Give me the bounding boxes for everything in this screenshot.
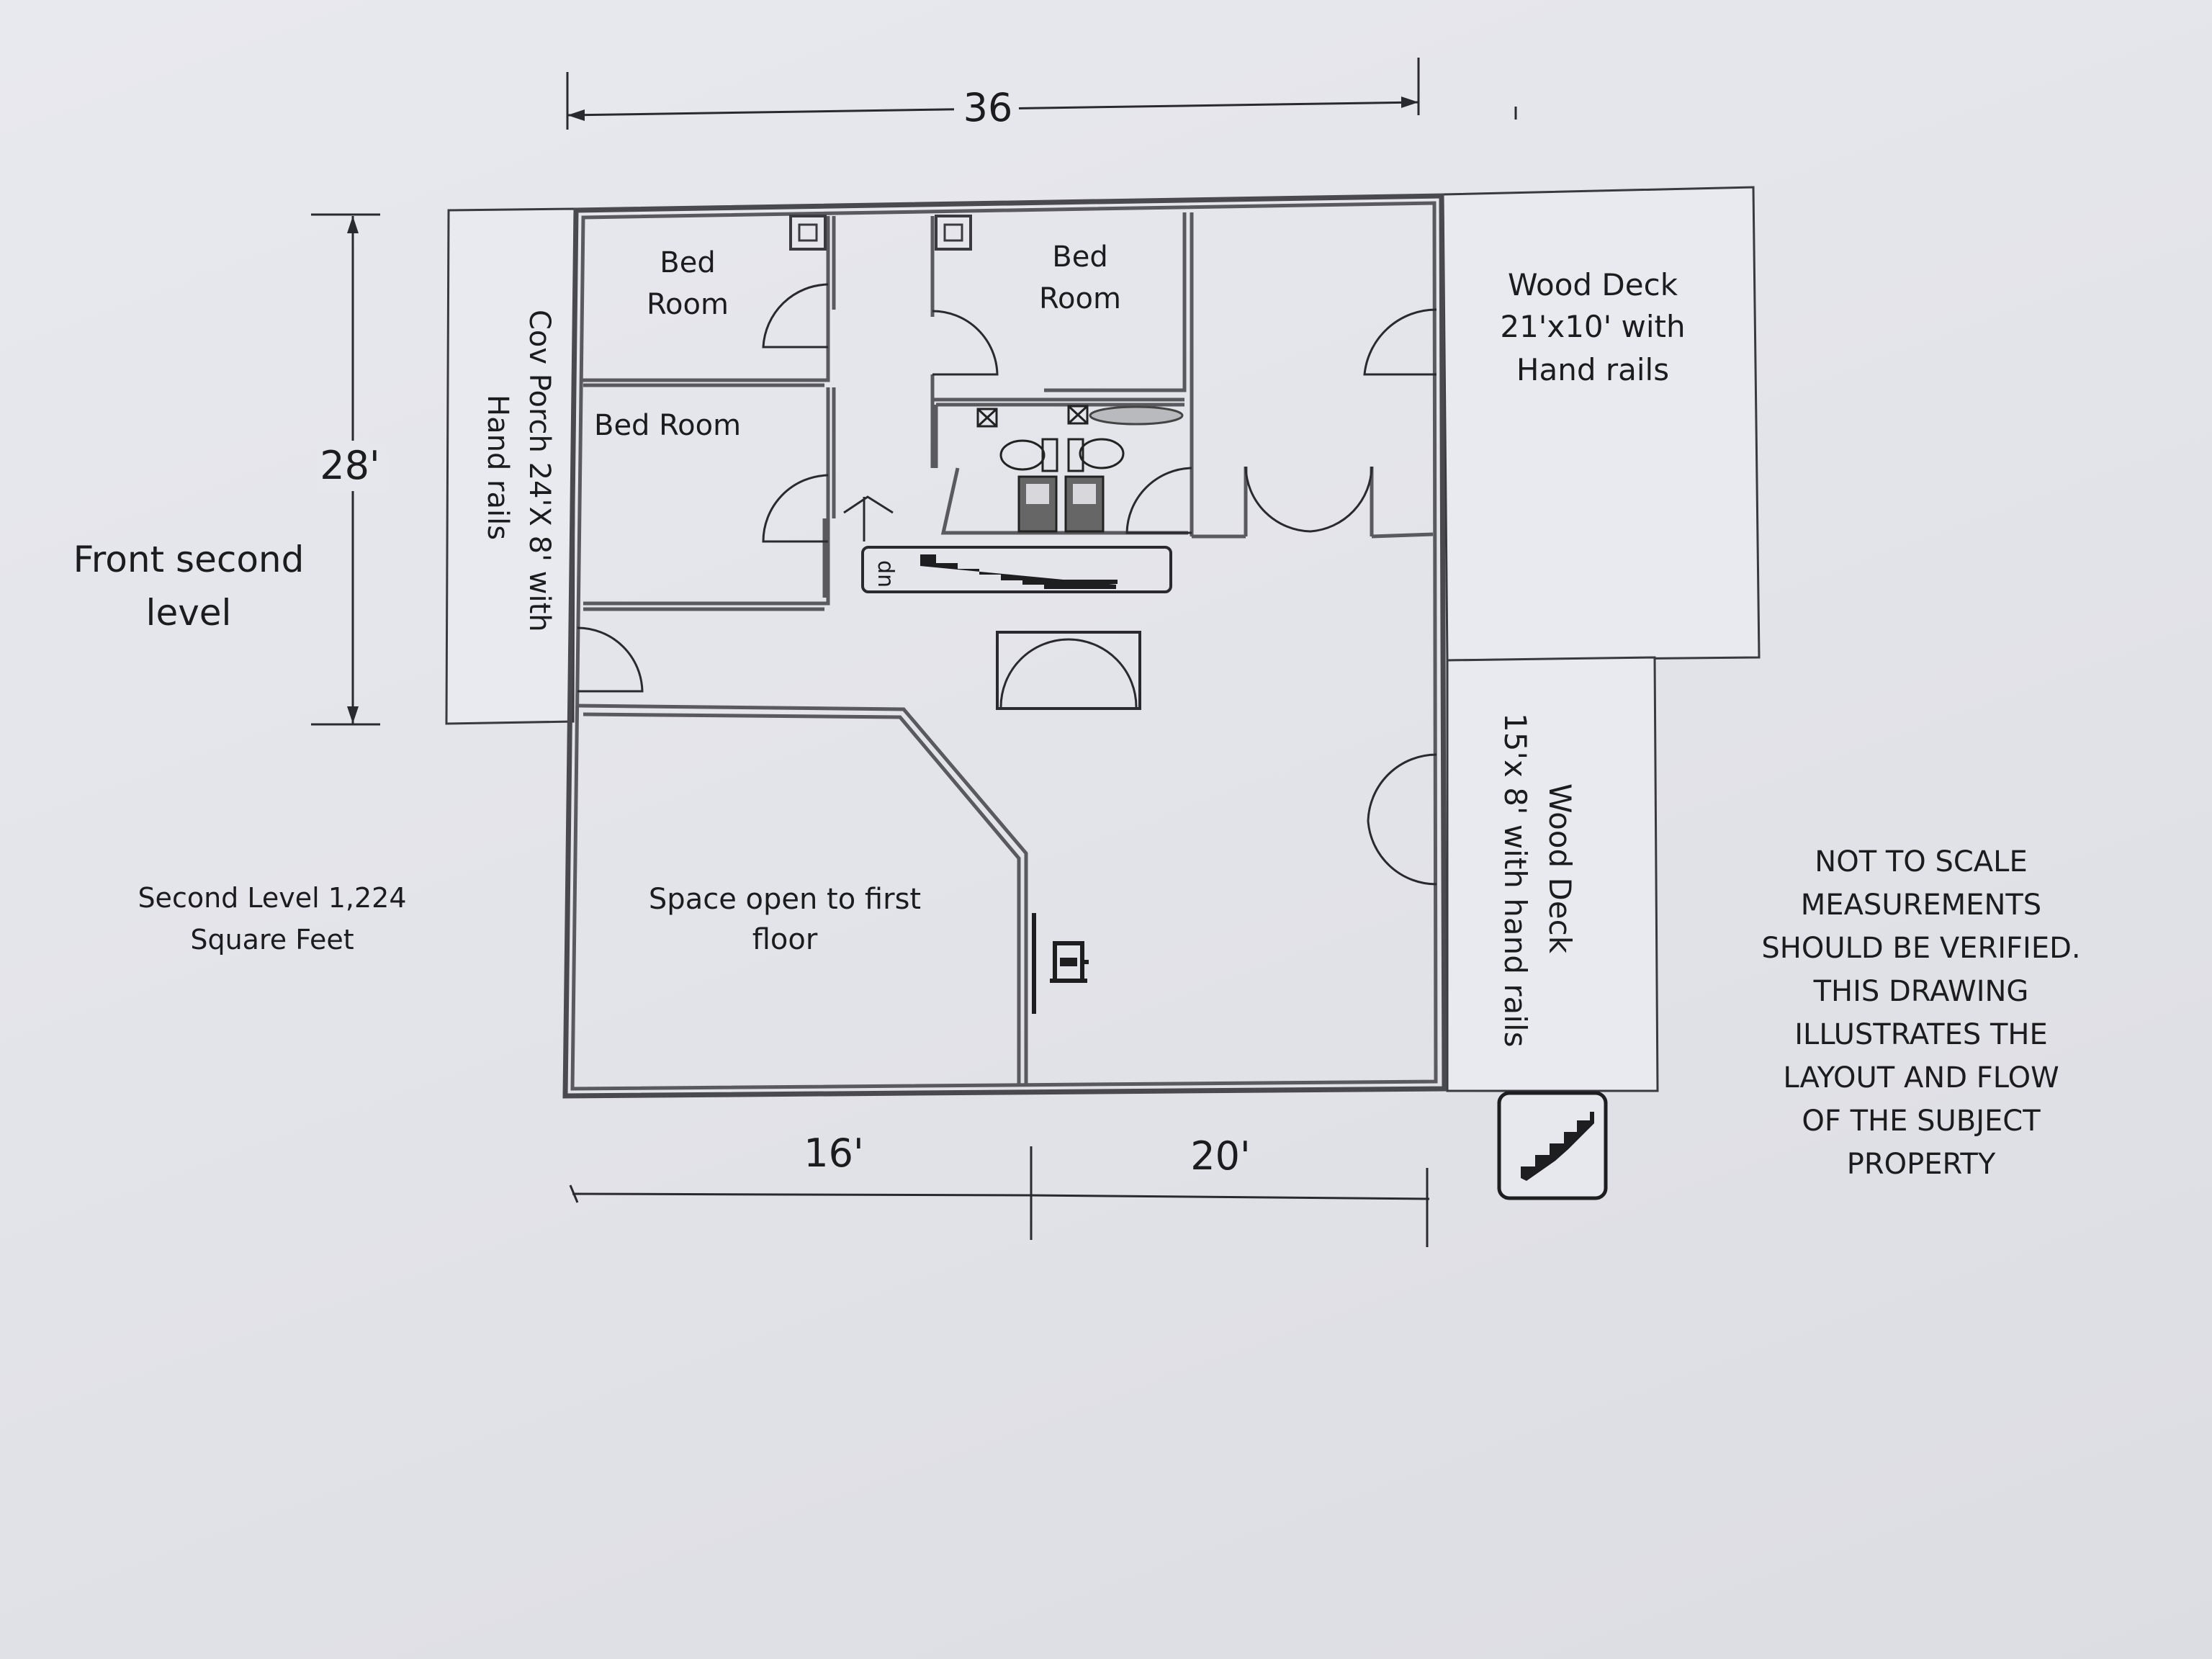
room-labels: Bed Room Bed Room Bed Room Space open to… <box>594 240 1121 956</box>
dimension-top: 36 <box>566 58 1517 130</box>
disclaimer: NOT TO SCALE MEASUREMENTS SHOULD BE VERI… <box>1761 845 2080 1181</box>
bathtub-icon <box>1089 405 1184 426</box>
area-label: Second Level 1,224 Square Feet <box>138 882 406 956</box>
sink-icon-2 <box>1079 438 1125 469</box>
porch-label-line2: Hand rails <box>481 395 514 540</box>
dimension-bottom-left-label: 16' <box>804 1130 864 1176</box>
wood-stove-icon <box>1032 913 1089 1014</box>
bathroom-fixtures <box>976 405 1184 533</box>
sink-icon <box>999 439 1046 471</box>
covered-porch: Cov Porch 24'X 8' with Hand rails <box>445 207 576 725</box>
area-line2: Square Feet <box>190 924 354 956</box>
area-line1: Second Level 1,224 <box>138 882 406 914</box>
disclaimer-line1: NOT TO SCALE <box>1815 845 2027 878</box>
disclaimer-line2: MEASUREMENTS <box>1801 889 2041 922</box>
bedroom-top-right-label-line1: Bed <box>1052 240 1107 274</box>
disclaimer-line3: SHOULD BE VERIFIED. <box>1761 932 2080 965</box>
wood-deck-right: Wood Deck 15'x 8' with hand rails <box>1446 656 1659 1092</box>
doors <box>577 283 1437 886</box>
dimension-bottom: 16' 20' <box>569 1130 1430 1247</box>
table-icon <box>996 631 1141 710</box>
stairs-icon <box>1497 1091 1608 1200</box>
open-space-label-line2: floor <box>752 923 818 956</box>
front-level-line2: level <box>146 592 232 634</box>
dimension-bottom-right-label: 20' <box>1190 1133 1251 1179</box>
dimension-left: 28' <box>311 213 389 726</box>
disclaimer-line8: PROPERTY <box>1847 1148 1996 1181</box>
porch-label-line1: Cov Porch 24'X 8' with <box>523 310 556 632</box>
bedroom-mid-label: Bed Room <box>594 409 741 442</box>
dimension-top-label: 36 <box>963 85 1013 130</box>
disclaimer-line6: LAYOUT AND FLOW <box>1783 1061 2059 1094</box>
deck-right-label-line2: 15'x 8' with hand rails <box>1498 713 1533 1047</box>
deck-top-label-line2: 21'x10' with <box>1500 309 1685 344</box>
wood-deck-top: Wood Deck 21'x10' with Hand rails <box>1442 186 1761 662</box>
open-space-label-line1: Space open to first <box>649 883 921 916</box>
deck-top-label-line1: Wood Deck <box>1508 267 1678 302</box>
front-level-label: Front second level <box>73 539 305 634</box>
disclaimer-line7: OF THE SUBJECT <box>1802 1105 2041 1138</box>
disclaimer-line5: ILLUSTRATES THE <box>1794 1018 2048 1051</box>
chimney-boxes <box>789 215 972 251</box>
dimension-left-label: 28' <box>320 443 380 488</box>
stair-direction-label: dn <box>873 560 898 588</box>
bedroom-top-right-label-line2: Room <box>1039 282 1121 315</box>
bedroom-top-left-label-line1: Bed <box>660 246 715 279</box>
disclaimer-line4: THIS DRAWING <box>1813 975 2029 1008</box>
bedroom-top-left-label-line2: Room <box>647 288 729 321</box>
stairway: dn <box>843 495 1172 593</box>
front-level-line1: Front second <box>73 539 305 580</box>
building-walls <box>562 193 1447 1099</box>
deck-top-label-line3: Hand rails <box>1516 352 1669 387</box>
interior-walls <box>575 212 1434 1086</box>
deck-right-label-line1: Wood Deck <box>1542 783 1578 954</box>
